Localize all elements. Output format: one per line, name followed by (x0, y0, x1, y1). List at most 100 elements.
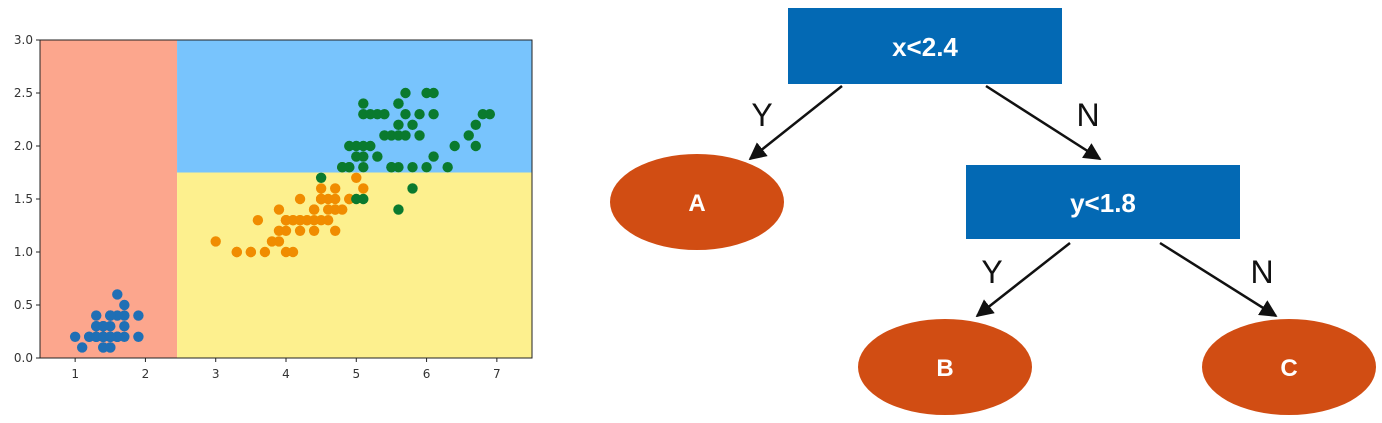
x-axis-ticks: 1 2 3 4 5 6 7 (71, 358, 501, 381)
decision-tree: Y N Y N x<2.4 y<1.8 A B C (610, 8, 1376, 415)
point-series-2 (365, 140, 376, 152)
point-series-2 (407, 162, 418, 173)
point-series-2 (428, 109, 439, 120)
point-series-2 (463, 130, 474, 141)
edge-label-inner-no: N (1250, 254, 1273, 290)
point-series-1 (330, 225, 341, 236)
point-series-2 (407, 119, 418, 130)
point-series-1 (351, 172, 362, 183)
root-node (788, 8, 1062, 84)
point-series-2 (428, 151, 439, 162)
point-series-2 (358, 98, 369, 109)
edge-label-root-yes: Y (751, 97, 772, 133)
point-series-0 (105, 310, 116, 321)
region-0 (40, 40, 178, 358)
point-series-1 (280, 225, 292, 236)
point-series-2 (421, 162, 432, 173)
y-tick-label: 3.0 (14, 33, 33, 47)
point-series-2 (372, 151, 383, 162)
point-series-1 (245, 246, 257, 258)
point-series-1 (294, 193, 306, 205)
point-series-2 (449, 140, 460, 152)
edge-root-to-inner (985, 84, 1102, 161)
leaf-node-a (610, 154, 784, 250)
point-series-2 (470, 119, 481, 130)
point-series-1 (315, 193, 327, 205)
point-series-2 (400, 109, 411, 120)
point-series-1 (308, 225, 320, 236)
point-series-2 (344, 140, 355, 152)
point-series-1 (259, 246, 271, 258)
point-series-1 (266, 236, 278, 247)
point-series-1 (294, 225, 306, 236)
point-series-2 (414, 109, 425, 120)
root-node-label: x<2.4 (892, 32, 958, 62)
point-series-1 (252, 215, 264, 226)
leaf-node-b (858, 319, 1032, 415)
y-tick-label: 1.5 (14, 192, 33, 206)
x-tick-label: 5 (352, 367, 360, 381)
point-series-2 (386, 162, 397, 173)
point-series-1 (330, 183, 341, 194)
y-tick-label: 0.5 (14, 298, 33, 312)
point-series-1 (287, 246, 299, 258)
edge-root-to-a (748, 85, 843, 161)
leaf-node-b-label: B (936, 355, 953, 382)
data-points (69, 87, 496, 353)
point-series-1 (308, 204, 320, 215)
x-tick-label: 1 (71, 367, 79, 381)
point-series-0 (133, 310, 144, 321)
leaf-node-c (1202, 319, 1376, 415)
point-series-2 (358, 193, 369, 205)
y-axis-ticks: 0.00.51.01.52.02.53.0 (14, 33, 40, 365)
edge-label-root-no: N (1076, 97, 1099, 133)
x-tick-label: 4 (282, 367, 290, 381)
point-series-2 (358, 162, 369, 173)
point-series-2 (337, 162, 348, 173)
point-series-2 (393, 119, 404, 130)
point-series-0 (76, 342, 88, 353)
point-series-1 (287, 215, 299, 226)
point-series-1 (301, 215, 313, 226)
point-series-2 (365, 109, 376, 120)
point-series-2 (379, 109, 390, 120)
point-series-2 (351, 151, 362, 162)
point-series-2 (400, 87, 411, 99)
inner-node (966, 165, 1240, 239)
decision-regions (40, 40, 533, 358)
leaf-node-c-label: C (1280, 355, 1297, 382)
point-series-0 (69, 331, 81, 342)
point-series-2 (470, 140, 481, 152)
point-series-0 (98, 331, 109, 342)
point-series-2 (414, 130, 425, 141)
point-series-2 (393, 130, 404, 141)
x-tick-label: 6 (423, 367, 431, 381)
point-series-0 (133, 331, 144, 342)
point-series-1 (330, 193, 341, 205)
point-series-1 (315, 183, 327, 194)
point-series-2 (428, 87, 439, 99)
edge-label-inner-yes: Y (981, 254, 1002, 290)
point-series-1 (322, 204, 334, 215)
point-series-1 (210, 236, 221, 247)
x-tick-label: 2 (142, 367, 150, 381)
point-series-2 (393, 98, 404, 109)
point-series-0 (91, 310, 102, 321)
point-series-2 (379, 130, 390, 141)
point-series-0 (98, 321, 109, 332)
point-series-1 (337, 204, 348, 215)
y-tick-label: 2.0 (14, 139, 33, 153)
point-series-2 (407, 183, 418, 194)
point-series-0 (98, 342, 109, 353)
point-series-1 (231, 246, 242, 258)
x-tick-label: 7 (493, 367, 501, 381)
edge-inner-to-c (1159, 241, 1278, 318)
point-series-1 (322, 215, 334, 226)
point-series-2 (442, 162, 453, 173)
x-tick-label: 3 (212, 367, 220, 381)
y-tick-label: 0.0 (14, 351, 33, 365)
point-series-1 (358, 183, 369, 194)
point-series-2 (315, 172, 327, 183)
leaf-node-a-label: A (688, 190, 705, 217)
